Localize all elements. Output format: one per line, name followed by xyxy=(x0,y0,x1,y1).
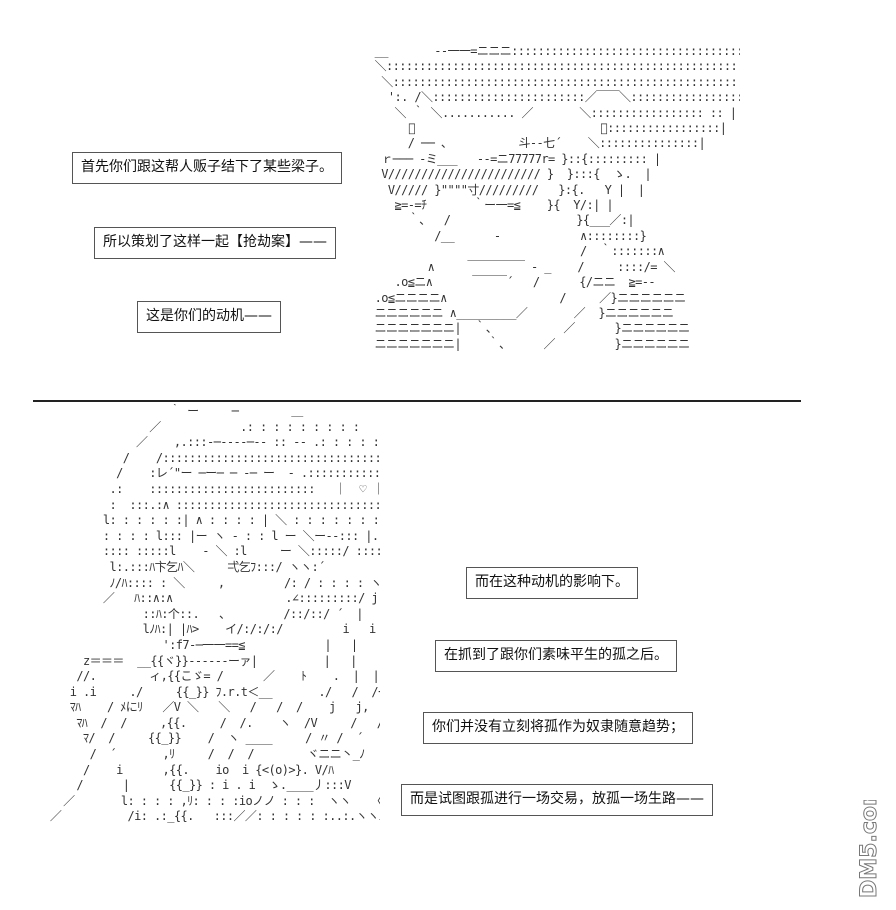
svg-text:DM5.com: DM5.com xyxy=(857,800,882,898)
caption-motive-intro: 首先你们跟这帮人贩子结下了某些梁子。 xyxy=(72,152,342,184)
ascii-art-girl-with-heart: ｀ ー ─ ＿ ／ .: : : : : : : : : ｀丶、 ／ ,.:::… xyxy=(49,404,380,824)
caption-robbery-plan: 所以策划了这样一起【抢劫案】—— xyxy=(94,227,336,259)
caption-influence: 而在这种动机的影响下。 xyxy=(466,567,638,599)
caption-text: 而是试图跟孤进行一场交易，放孤一场生路—— xyxy=(410,791,704,807)
ascii-art-man-with-sunglasses: __ --一一=ニニニ:::::::::::::::::::::::::::::… xyxy=(374,44,740,351)
caption-motive: 这是你们的动机—— xyxy=(137,301,281,333)
caption-text: 在抓到了跟你们素味平生的孤之后。 xyxy=(444,647,668,663)
caption-deal: 而是试图跟孤进行一场交易，放孤一场生路—— xyxy=(401,784,713,816)
caption-text: 你们并没有立刻将孤作为奴隶随意趋势； xyxy=(432,719,684,735)
caption-text: 首先你们跟这帮人贩子结下了某些梁子。 xyxy=(81,159,333,175)
caption-not-slave: 你们并没有立刻将孤作为奴隶随意趋势； xyxy=(423,712,693,744)
dm5-watermark-logo: DM5.com xyxy=(857,800,883,899)
caption-caught: 在抓到了跟你们素味平生的孤之后。 xyxy=(435,640,677,672)
caption-text: 而在这种动机的影响下。 xyxy=(475,574,629,590)
panel-divider xyxy=(33,400,801,402)
caption-text: 所以策划了这样一起【抢劫案】—— xyxy=(103,234,327,250)
caption-text: 这是你们的动机—— xyxy=(146,308,272,324)
